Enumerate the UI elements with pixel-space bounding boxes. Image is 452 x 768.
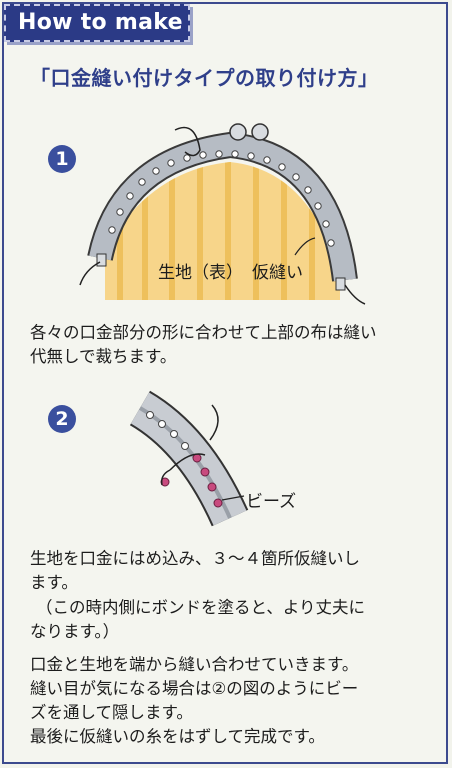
section-title: 「口金縫い付けタイプの取り付け方」 (30, 66, 379, 90)
step-2-text-line: ます。 (30, 573, 78, 592)
step-2-text-line: なります。） (30, 622, 120, 641)
basting-label: 仮縫い (252, 263, 303, 283)
fabric-label: 生地（表） (158, 263, 243, 283)
step-2-text-line: （この時内側にボンドを塗ると、より丈夫に (36, 598, 366, 617)
step-2-text-line: ズを通して隠します。 (30, 703, 193, 722)
step-2-text-line: 最後に仮縫いの糸をはずして完成です。 (30, 727, 325, 746)
step-1-text-line: 代無しで裁ちます。 (30, 347, 177, 366)
step-2-text-line: 口金と生地を端から縫い合わせていきます。 (30, 655, 359, 674)
page-frame (2, 2, 448, 764)
step-2-text-line: 縫い目が気になる場合は②の図のようにビー (30, 679, 359, 698)
step-1-text-line: 各々の口金部分の形に合わせて上部の布は縫い (30, 323, 377, 342)
step-2-number: 2 (48, 405, 76, 433)
beads-label: ビーズ (246, 492, 297, 512)
header-banner: How to make (4, 4, 190, 42)
step-1-number: 1 (48, 145, 76, 173)
step-2-text-line: 生地を口金にはめ込み、３～４箇所仮縫いし (30, 549, 360, 568)
